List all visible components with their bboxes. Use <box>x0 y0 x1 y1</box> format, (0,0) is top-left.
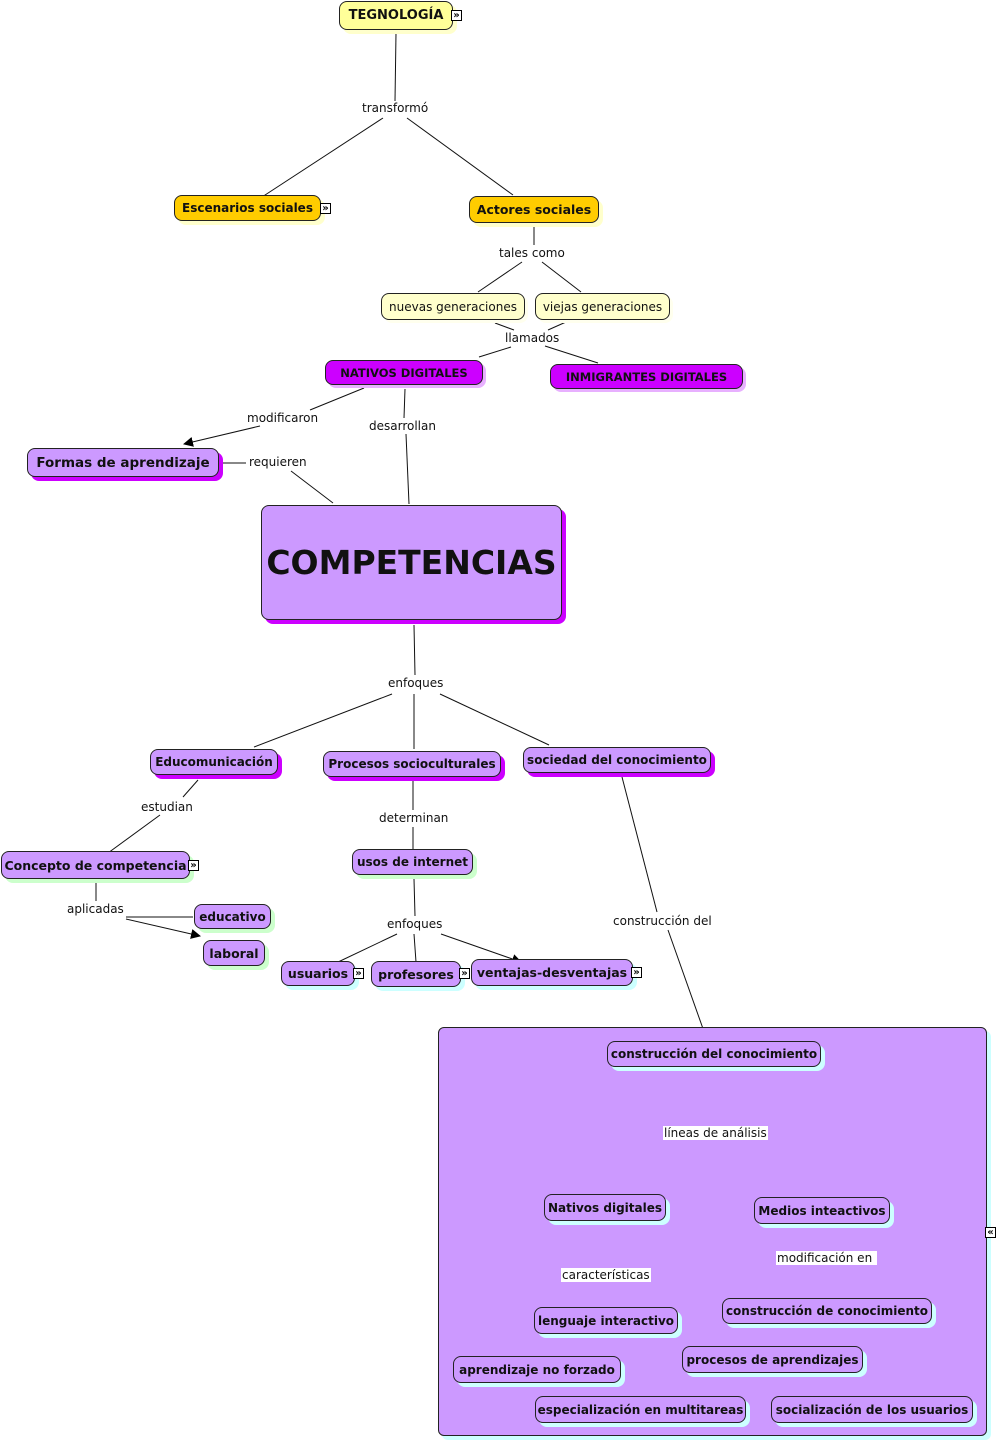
node-label: construcción de conocimiento <box>725 1304 929 1318</box>
node-label: laboral <box>209 945 259 961</box>
link-requieren: requieren <box>248 455 308 469</box>
node-label: construcción del conocimiento <box>610 1047 818 1061</box>
node-construccion-del-conocimiento[interactable]: construcción del conocimiento <box>607 1041 821 1067</box>
node-label: viejas generaciones <box>542 299 663 314</box>
node-profesores[interactable]: profesores <box>371 961 461 987</box>
link-llamados: llamados <box>504 331 561 345</box>
node-label: Concepto de competencia <box>4 857 187 873</box>
node-socializacion-usuarios[interactable]: socialización de los usuarios <box>771 1396 973 1423</box>
node-concepto-competencia[interactable]: Concepto de competencia <box>1 851 190 879</box>
node-label: Procesos socioculturales <box>328 757 496 771</box>
node-sociedad-conocimiento[interactable]: sociedad del conocimiento <box>523 747 711 773</box>
link-desarrollan: desarrollan <box>368 419 437 433</box>
node-usuarios[interactable]: usuarios <box>281 961 355 986</box>
node-label: usuarios <box>287 966 349 981</box>
node-tecnologia[interactable]: TEGNOLOGÍA <box>339 1 453 30</box>
node-nativos-digitales-2[interactable]: Nativos digitales <box>544 1194 666 1221</box>
expand-icon[interactable]: » <box>320 203 331 214</box>
node-label: educativo <box>199 909 266 924</box>
node-label: Medios inteactivos <box>758 1203 886 1218</box>
node-label: Actores sociales <box>476 202 592 217</box>
node-label: lenguaje interactivo <box>537 1313 675 1328</box>
node-aprendizaje-no-forzado[interactable]: aprendizaje no forzado <box>453 1356 621 1383</box>
node-label: Formas de aprendizaje <box>36 454 210 471</box>
node-label: socialización de los usuarios <box>775 1402 969 1417</box>
node-procesos-socioculturales[interactable]: Procesos socioculturales <box>323 751 501 777</box>
link-enfoques-2: enfoques <box>386 917 444 931</box>
node-escenarios-sociales[interactable]: Escenarios sociales <box>174 195 321 221</box>
node-label: NATIVOS DIGITALES <box>340 365 468 380</box>
node-label: COMPETENCIAS <box>266 543 557 582</box>
node-label: procesos de aprendizajes <box>686 1352 859 1367</box>
node-label: especialización en multitareas <box>537 1402 744 1417</box>
expand-icon[interactable]: » <box>451 10 462 21</box>
link-modificacion-en: modificación en <box>776 1251 878 1265</box>
node-label: nuevas generaciones <box>389 299 517 314</box>
node-educomunicacion[interactable]: Educomunicación <box>150 749 278 775</box>
link-enfoques: enfoques <box>387 676 445 690</box>
node-inmigrantes-digitales[interactable]: INMIGRANTES DIGITALES <box>550 364 743 389</box>
link-modificaron: modificaron <box>246 411 320 425</box>
link-construccion-del: construcción del <box>612 914 713 928</box>
node-nativos-digitales[interactable]: NATIVOS DIGITALES <box>325 360 483 385</box>
node-competencias[interactable]: COMPETENCIAS <box>261 505 562 620</box>
node-label: Escenarios sociales <box>182 201 313 215</box>
node-nuevas-generaciones[interactable]: nuevas generaciones <box>381 293 525 320</box>
node-label: usos de internet <box>356 855 469 869</box>
link-aplicadas: aplicadas <box>66 902 125 916</box>
node-label: TEGNOLOGÍA <box>348 8 444 23</box>
link-transformo: transformó <box>361 101 430 115</box>
link-determinan: determinan <box>378 811 450 825</box>
node-label: profesores <box>378 966 454 982</box>
link-lineas-analisis: líneas de análisis <box>663 1126 768 1140</box>
node-label: Nativos digitales <box>547 1200 662 1215</box>
node-viejas-generaciones[interactable]: viejas generaciones <box>535 293 670 320</box>
node-educativo[interactable]: educativo <box>194 904 271 929</box>
node-actores-sociales[interactable]: Actores sociales <box>469 196 599 223</box>
link-caracteristicas: características <box>561 1268 651 1282</box>
link-estudian: estudian <box>140 800 194 814</box>
expand-icon[interactable]: » <box>188 860 199 871</box>
node-procesos-aprendizajes[interactable]: procesos de aprendizajes <box>682 1346 863 1373</box>
collapse-icon[interactable]: « <box>985 1227 996 1238</box>
expand-icon[interactable]: » <box>631 967 642 978</box>
link-tales-como: tales como <box>498 246 566 260</box>
node-laboral[interactable]: laboral <box>203 940 265 966</box>
node-label: sociedad del conocimiento <box>527 753 707 767</box>
node-label: aprendizaje no forzado <box>459 1362 615 1377</box>
expand-icon[interactable]: » <box>459 968 470 979</box>
node-usos-internet[interactable]: usos de internet <box>352 849 473 875</box>
node-lenguaje-interactivo[interactable]: lenguaje interactivo <box>534 1307 678 1334</box>
node-especializacion-multitareas[interactable]: especialización en multitareas <box>535 1396 746 1423</box>
node-construccion-de-conocimiento[interactable]: construcción de conocimiento <box>722 1298 932 1324</box>
node-label: INMIGRANTES DIGITALES <box>565 369 728 384</box>
node-medios-inteactivos[interactable]: Medios inteactivos <box>754 1197 890 1224</box>
expand-icon[interactable]: » <box>353 968 364 979</box>
node-ventajas-desventajas[interactable]: ventajas-desventajas <box>471 959 633 986</box>
node-formas-aprendizaje[interactable]: Formas de aprendizaje <box>27 448 219 477</box>
node-label: ventajas-desventajas <box>476 965 628 980</box>
node-label: Educomunicación <box>155 755 273 769</box>
